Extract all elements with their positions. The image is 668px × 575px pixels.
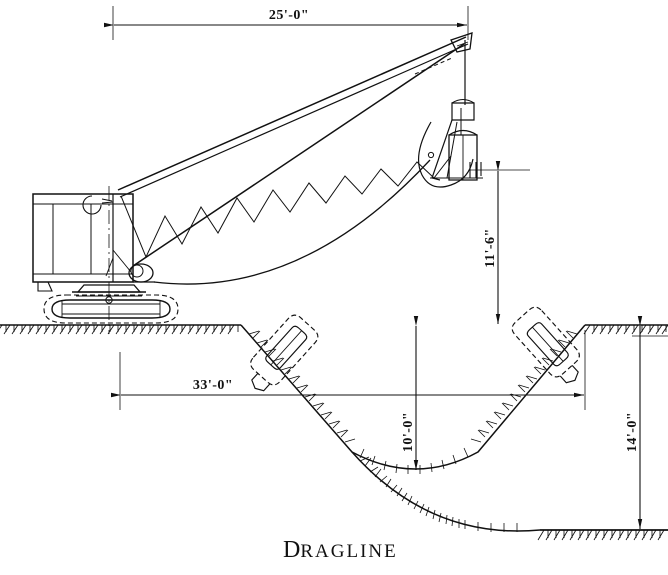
machine-house-brace [112, 249, 132, 273]
bucket-right-teeth [559, 364, 579, 384]
trench-profile-outer [351, 451, 668, 532]
trench-hatch-inner-bottom [359, 447, 469, 474]
dimension-label-boom-point-height: 11'-6" [483, 228, 498, 268]
excavation-section [0, 324, 668, 541]
trench-hatch-outer [359, 456, 518, 532]
bucket-left-rib [270, 330, 302, 366]
bucket-rope-socket [427, 151, 435, 159]
boom-foot-pin [130, 264, 144, 278]
boom-chord-upper [117, 36, 467, 191]
ground-hatch-right [583, 324, 668, 335]
machine-house-skid [37, 281, 53, 292]
crawler-track-outline [43, 294, 179, 324]
dimension-label-trench-top-width: 33'-0" [193, 378, 233, 393]
boom-foot-pivot [128, 263, 155, 283]
dimension-label-trench-depth-inner: 10'-0" [401, 412, 416, 452]
machine-house-brace-2 [105, 257, 114, 277]
machine-house-body [32, 193, 134, 283]
dimension-lines [104, 6, 668, 529]
boom-point-head [450, 32, 473, 53]
bucket-left-body [265, 325, 308, 370]
trench-hatch-inner-left [248, 330, 356, 443]
caption-initial: D [283, 537, 300, 563]
dimension-labels: 25'-0" 11'-6" 33'-0" 10'-0" 14'-0" [193, 8, 640, 452]
boom-lattice-web [145, 155, 452, 258]
bucket-position-right [511, 306, 580, 384]
bucket-sheave-block [451, 102, 475, 121]
boom-point-sheave [456, 41, 469, 47]
dragline-machine [32, 32, 483, 334]
bucket-left-outline [250, 314, 319, 386]
ground-hatch-left [0, 324, 239, 335]
bucket-body-top [448, 129, 478, 136]
bucket-sheave-top [451, 98, 475, 104]
bucket-right-rib [532, 326, 564, 362]
dragline-bucket [417, 98, 483, 188]
drag-rope [153, 159, 431, 285]
bucket-dump-rope [417, 121, 474, 188]
boom-heel-members [120, 195, 147, 267]
bucket-right-outline [511, 306, 580, 378]
boom-chord-lower [132, 43, 465, 267]
lattice-boom [117, 32, 473, 267]
hoist-drum-ropes [101, 198, 114, 204]
figure-caption: DRAGLINE [283, 537, 398, 563]
dimension-label-trench-depth-outer: 14'-0" [625, 412, 640, 452]
boom-chord-upper-inner [119, 43, 469, 198]
crawler-track-body [51, 299, 171, 319]
bucket-bail-inner [446, 121, 458, 179]
caption-label: DRAGLINE [283, 537, 398, 563]
turntable-pivot-pin [105, 296, 113, 304]
bucket-left-teeth [251, 372, 271, 392]
dimension-label-boom-reach: 25'-0" [269, 8, 309, 23]
bucket-right-body [526, 322, 569, 367]
crawler-track [43, 294, 179, 324]
trench-hatch-deep-bottom [537, 529, 665, 541]
caption-rest: RAGLINE [300, 541, 397, 562]
hoist-drum [82, 195, 102, 215]
bucket-position-left [250, 314, 319, 392]
machine-house [32, 193, 134, 292]
